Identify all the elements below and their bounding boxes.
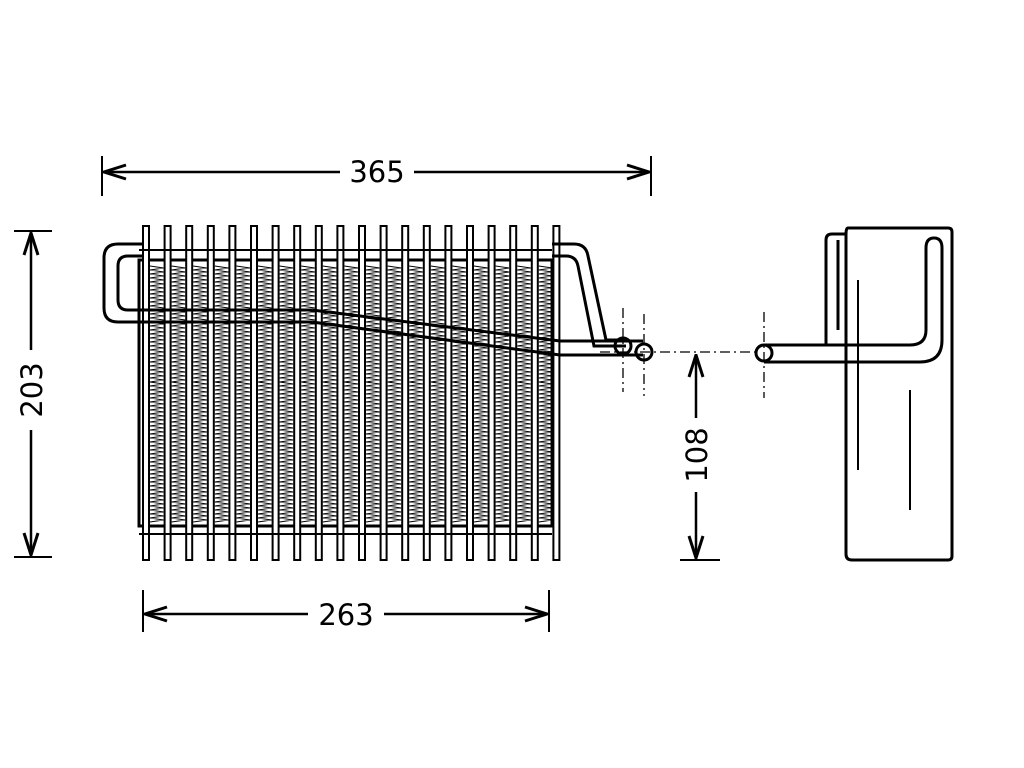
outlet-pipe (311, 320, 643, 357)
side-view (754, 226, 954, 562)
dimension-263-label: 263 (318, 598, 373, 632)
core-fin (149, 265, 164, 523)
dimension-108-label: 108 (680, 427, 714, 482)
dimension-365: 365 (101, 155, 652, 196)
core-fin (301, 265, 315, 523)
core-tube (444, 225, 453, 561)
core-fin (473, 265, 488, 523)
core-tube (487, 225, 496, 561)
dimension-203-label: 203 (15, 362, 49, 417)
core-fin (387, 265, 402, 523)
side-pipe (764, 236, 944, 364)
side-body (844, 226, 954, 562)
core-fin (430, 265, 445, 523)
core-tube (250, 225, 258, 561)
core-tube (142, 225, 150, 561)
core-body (137, 258, 554, 528)
core-fin (365, 265, 380, 523)
core-tube (422, 225, 431, 561)
core-tube (314, 225, 323, 561)
core-tube (228, 225, 237, 561)
core-tube (466, 225, 474, 561)
core-tubes (142, 225, 561, 561)
core-fin (236, 265, 251, 523)
inlet-pipe (552, 242, 626, 342)
core-tube (206, 225, 215, 561)
core-fin (344, 265, 359, 523)
core-tube (163, 225, 172, 561)
core-fin (495, 265, 510, 523)
left-loop-pipe (102, 242, 312, 324)
dimension-203: 203 (14, 230, 52, 558)
core-tube (271, 225, 280, 561)
core-fin (409, 265, 423, 523)
core-tube (293, 225, 302, 561)
left-loop-pipe-inner (116, 254, 312, 312)
dimension-108: 108 (680, 355, 720, 561)
core-tube (509, 225, 518, 561)
core-fin (171, 265, 186, 523)
core-fin (452, 265, 467, 523)
core-tube (185, 225, 194, 561)
core-tube (530, 225, 539, 561)
core-fin (322, 265, 337, 523)
core-fin (538, 265, 553, 523)
core-tube (552, 225, 561, 561)
dimension-365-label: 365 (349, 155, 404, 189)
core-fin (517, 265, 531, 523)
dimension-263: 263 (142, 590, 550, 632)
core-tube (358, 225, 366, 561)
core-fin (193, 265, 207, 523)
core-fin (257, 265, 272, 523)
side-body-front-face (824, 232, 846, 344)
core-tube (379, 225, 388, 561)
core-fin (279, 265, 294, 523)
core-tube (336, 225, 345, 561)
core-tube (401, 225, 410, 561)
inlet-pipe-inner (552, 254, 626, 348)
front-view (102, 225, 760, 561)
core-fin (214, 265, 229, 523)
